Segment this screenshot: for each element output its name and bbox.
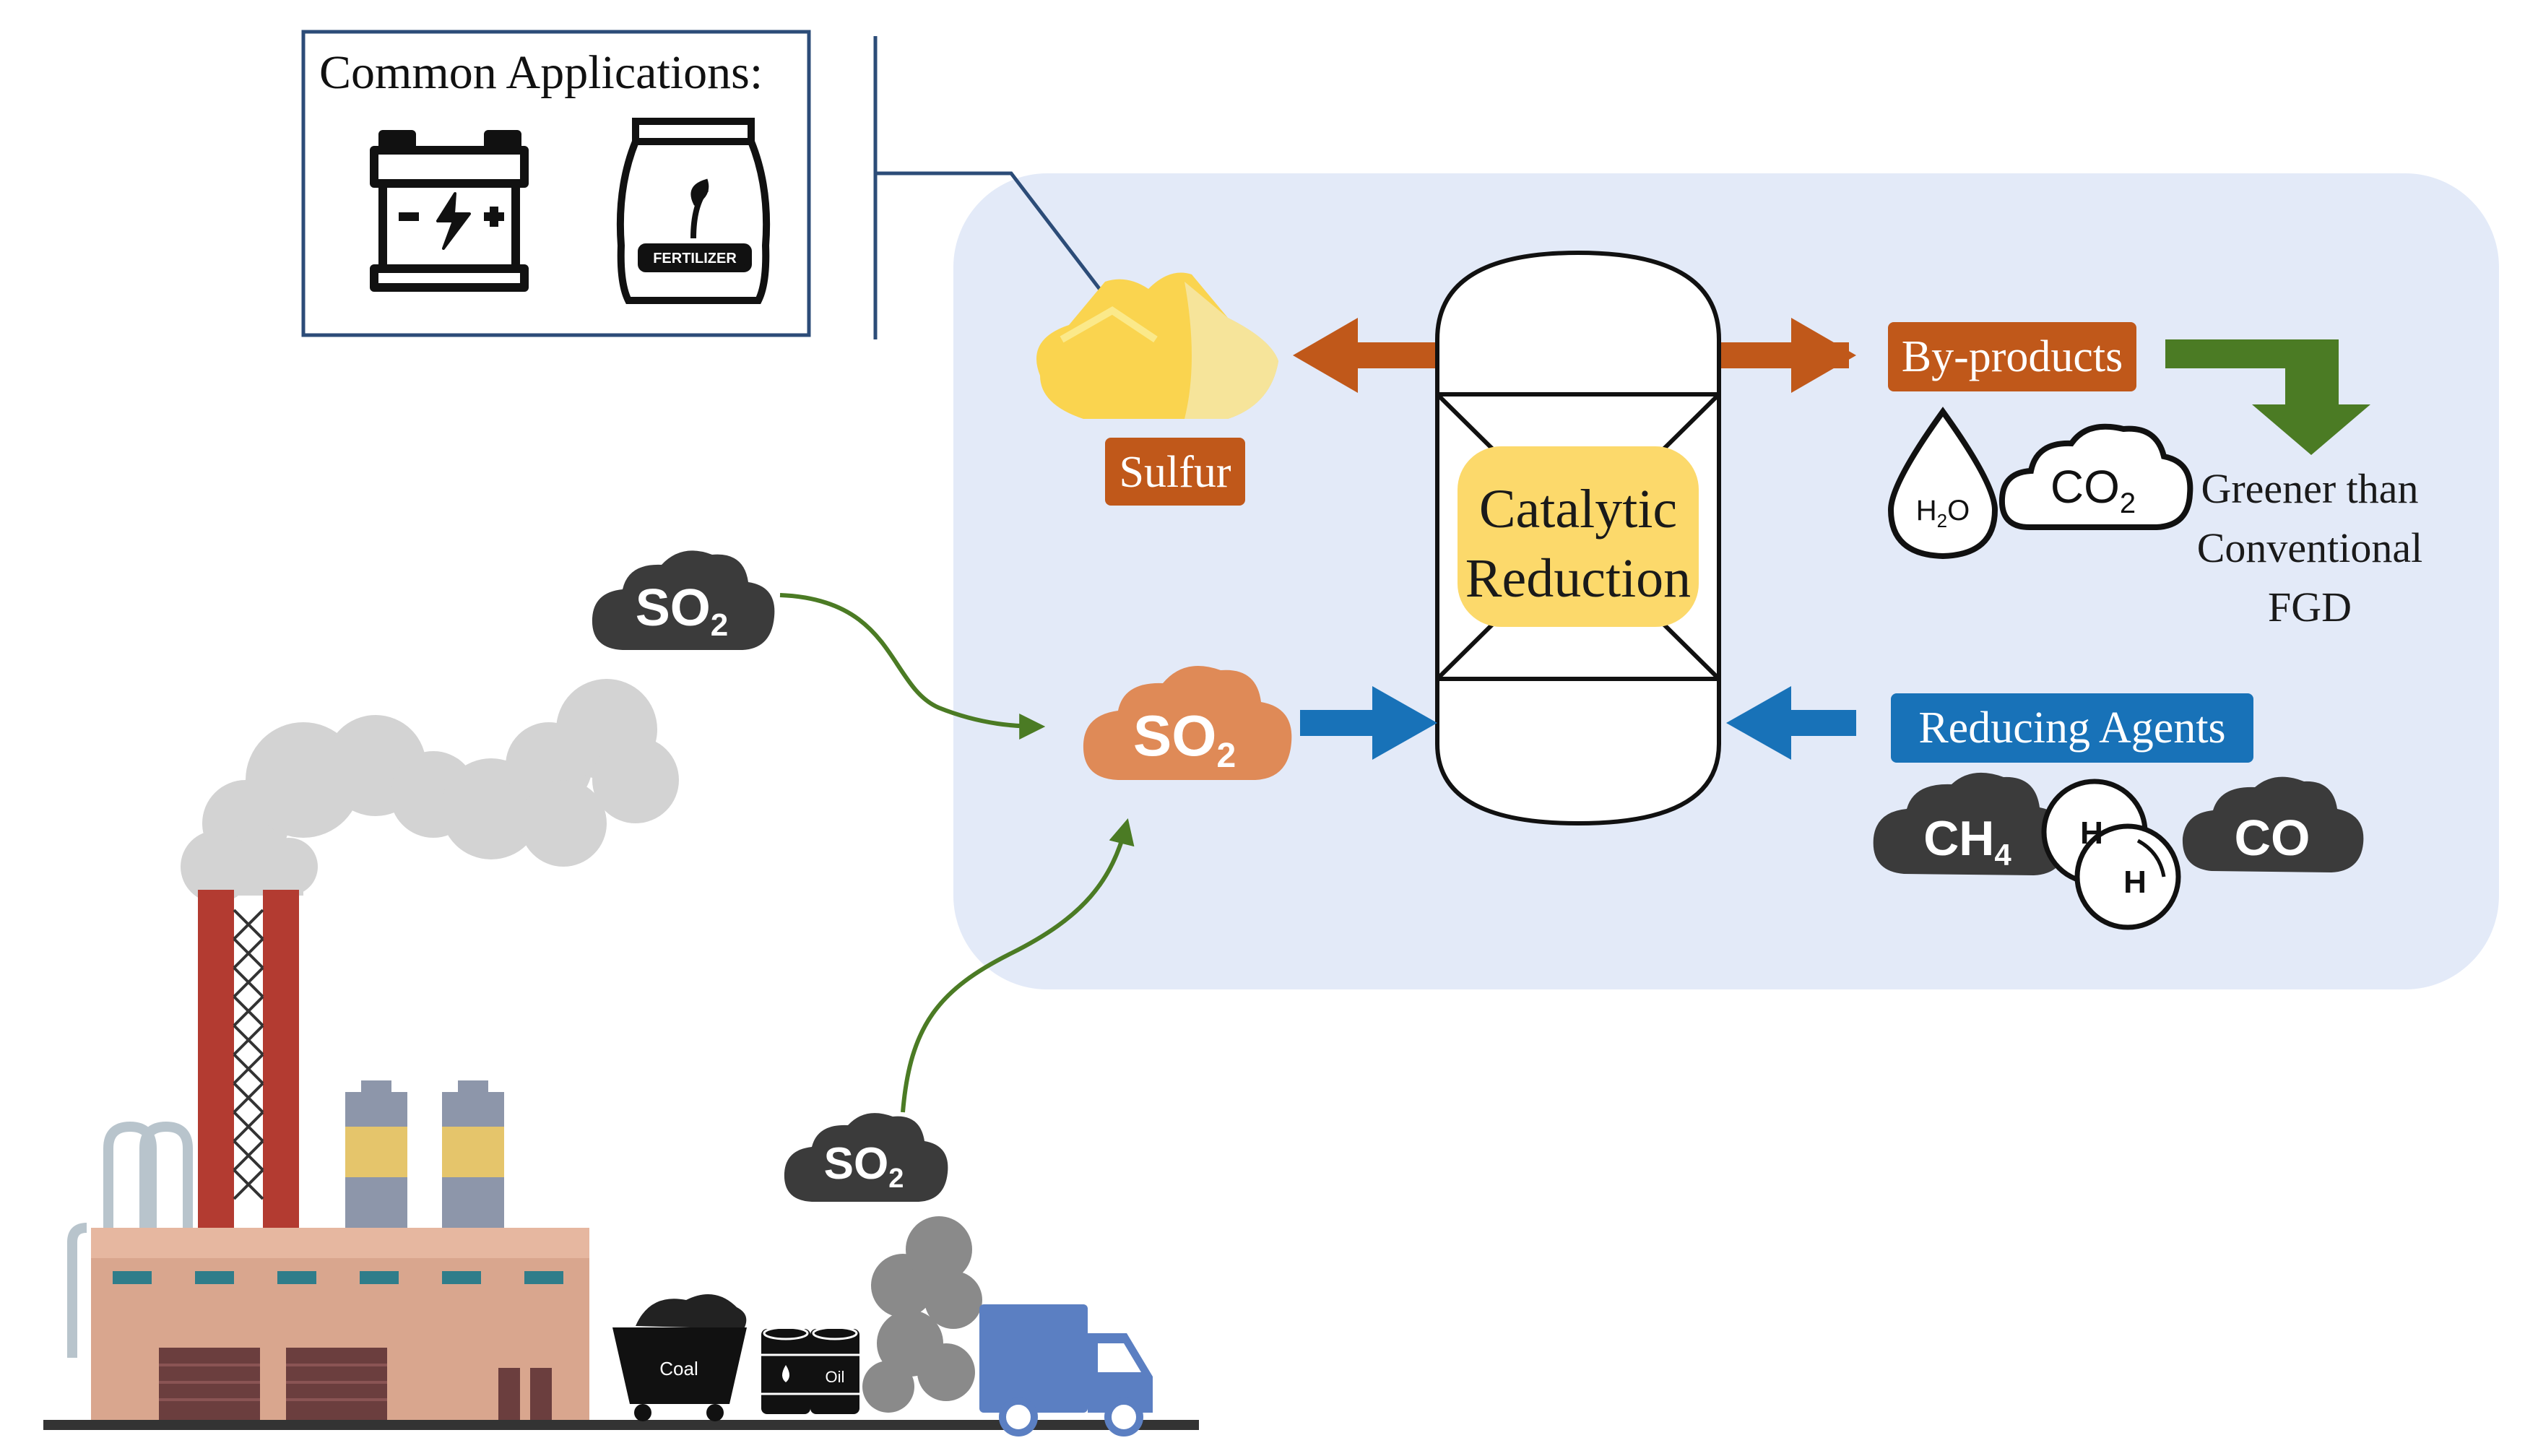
hydrogen-molecule-icon <box>2041 779 2181 930</box>
coal-label: Coal <box>659 1358 698 1379</box>
sulfur-label: Sulfur <box>1119 448 1231 497</box>
co2-cloud-icon: CO2 <box>1998 423 2193 530</box>
catalytic-label-line2: Reduction <box>1465 548 1691 609</box>
ch4-sub: 4 <box>1994 838 2011 872</box>
co2-sub: 2 <box>2120 488 2136 519</box>
so2-main-sub: 2 <box>1216 737 1236 775</box>
svg-text:H2O: H2O <box>1916 495 1970 532</box>
svg-text:SO2: SO2 <box>824 1139 904 1194</box>
so2-main-cloud: SO2 <box>1083 666 1292 780</box>
so2-low-sub: 2 <box>888 1164 904 1194</box>
svg-text:CH4: CH4 <box>1923 811 2011 872</box>
applications-title: Common Applications: <box>319 46 763 99</box>
reducing-agents-bg <box>1891 693 2253 763</box>
svg-text:SO2: SO2 <box>1133 703 1236 775</box>
arrow-low-so2-to-main <box>901 818 1135 1113</box>
applications-box: Common Applications: FERTILIZER <box>301 30 811 337</box>
greener-line3: FGD <box>2268 584 2352 630</box>
exhaust-smoke <box>862 1216 982 1413</box>
co2-text: CO <box>2050 461 2120 513</box>
arrow-to-sulfur <box>1293 318 1437 393</box>
catalytic-reactor <box>1435 250 1721 826</box>
h2o-o: O <box>1947 495 1970 526</box>
so2-main-text: SO <box>1133 703 1217 768</box>
so2-top-sub: 2 <box>711 607 728 643</box>
so2-low-text: SO <box>824 1139 889 1189</box>
oil-barrels-icon: Oil <box>761 1326 859 1414</box>
connector-to-sulfur <box>875 171 1106 298</box>
h-atom-1: H <box>2080 815 2103 851</box>
greener-arrow <box>2165 339 2370 455</box>
so2-top-text: SO <box>636 579 711 637</box>
chimney-smoke <box>181 679 679 903</box>
svg-text:CO2: CO2 <box>2050 461 2136 519</box>
factory <box>43 890 1199 1430</box>
battery-icon <box>370 130 529 292</box>
h-atom-2: H <box>2123 864 2147 900</box>
svg-text:SO2: SO2 <box>636 579 729 643</box>
oil-label: Oil <box>826 1368 845 1386</box>
arrow-top-so2-to-main <box>779 593 1046 740</box>
truck-icon <box>979 1304 1153 1436</box>
water-droplet-icon: H2O <box>1887 407 1998 560</box>
byproducts-label: By-products <box>1902 332 2123 381</box>
byproducts-label-bg <box>1888 322 2136 391</box>
greener-line2: Conventional <box>2197 524 2423 571</box>
h2o-h: H <box>1916 495 1937 526</box>
so2-low-cloud: SO2 <box>784 1113 948 1202</box>
ch4-text: CH <box>1923 811 1994 866</box>
fertilizer-label: FERTILIZER <box>653 251 737 266</box>
catalytic-label-line1: Catalytic <box>1479 479 1677 540</box>
co-cloud-icon: CO <box>2182 776 2364 872</box>
co-text: CO <box>2235 810 2310 866</box>
sulfur-label-bg <box>1105 438 1245 506</box>
arrow-reducing-agents-to-reactor <box>1726 686 1856 760</box>
greener-line1: Greener than <box>2201 465 2418 512</box>
fertilizer-bag-icon: FERTILIZER <box>616 118 771 304</box>
coal-cart-icon: Coal <box>612 1294 747 1421</box>
sulfur-pile <box>1036 272 1278 419</box>
so2-top-cloud: SO2 <box>592 550 775 650</box>
arrow-to-byproducts <box>1719 318 1856 393</box>
ch4-cloud-icon: CH4 <box>1873 772 2068 875</box>
arrow-so2-to-reactor <box>1300 686 1437 760</box>
reducing-agents-label: Reducing Agents <box>1918 703 2225 753</box>
h2o-sub: 2 <box>1937 510 1947 532</box>
